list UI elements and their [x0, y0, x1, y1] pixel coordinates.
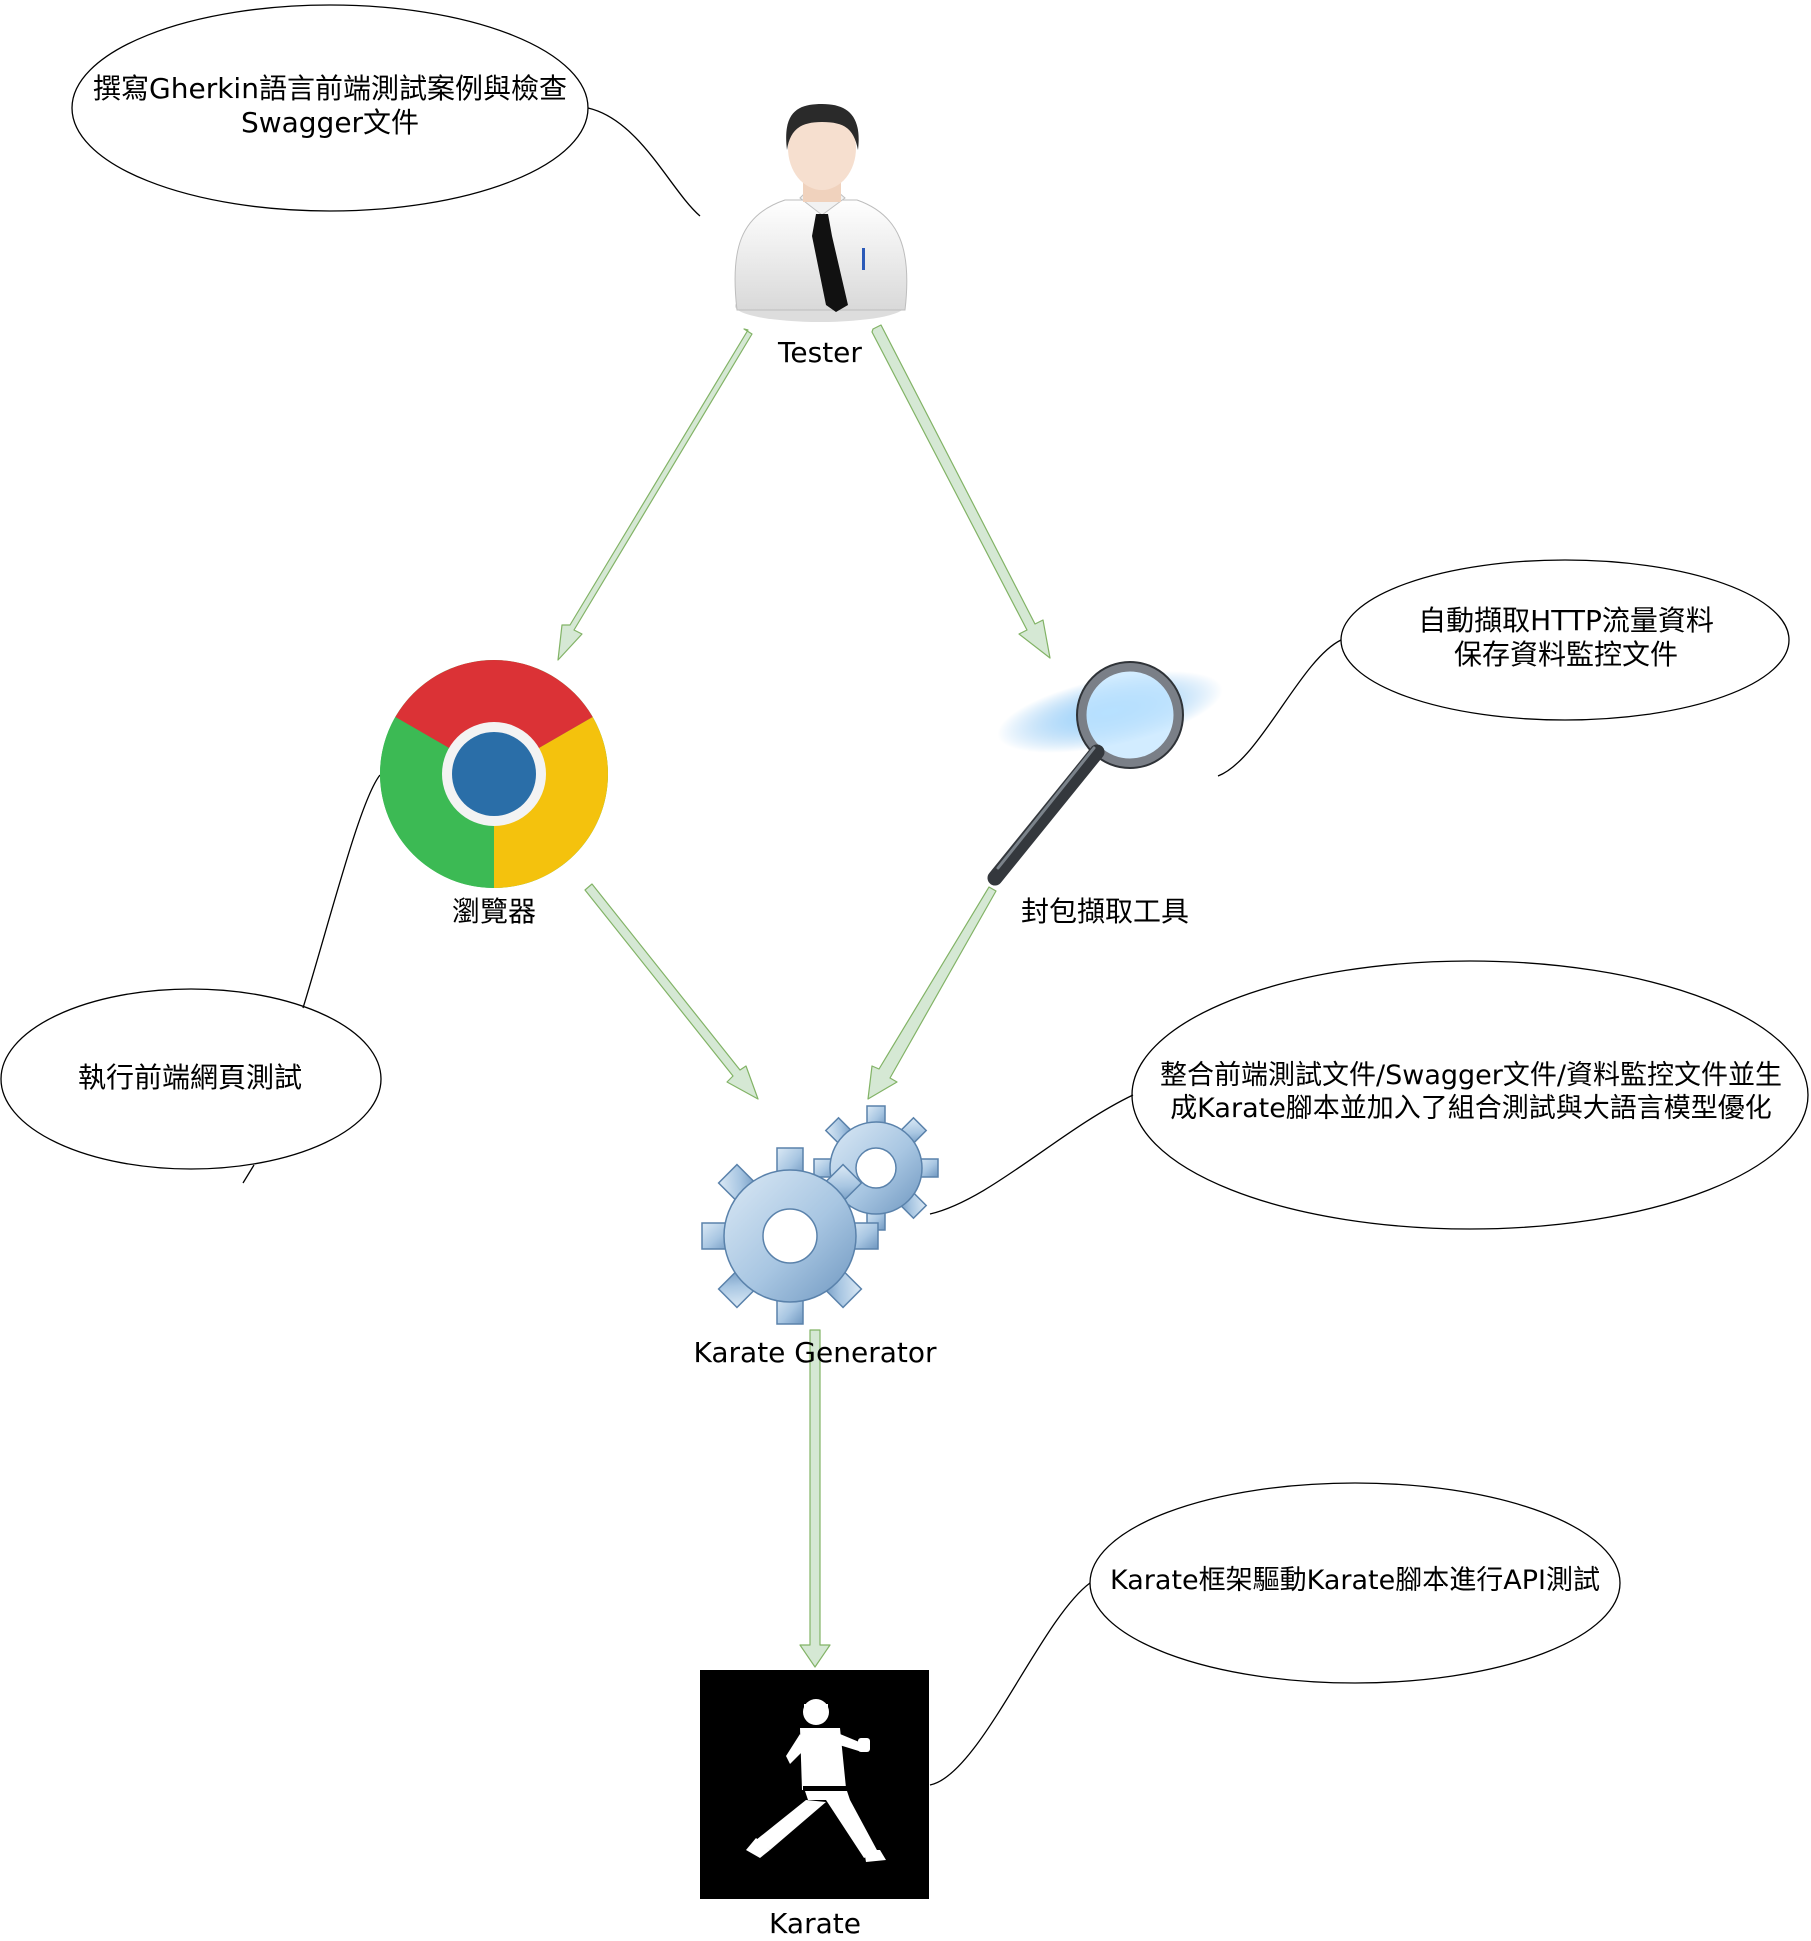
karate-note-connector	[929, 1582, 1091, 1786]
tester-note-line1: 撰寫Gherkin語言前端測試案例與檢查	[93, 72, 567, 105]
browser-label: 瀏覽器	[451, 895, 536, 928]
arrow-sniffer-to-generator	[867, 886, 997, 1100]
arrow-tester-to-sniffer	[871, 324, 1051, 659]
sniffer-note-connector	[1217, 639, 1342, 777]
tester-note-connector	[587, 107, 701, 217]
browser-note-connector	[302, 774, 381, 1009]
karate-note-line1: Karate框架驅動Karate腳本進行API測試	[1110, 1565, 1600, 1596]
arrow-browser-to-generator	[584, 883, 759, 1100]
generator-note-line1: 整合前端測試文件/Swagger文件/資料監控文件並生	[1160, 1060, 1782, 1091]
generator-label: Karate Generator	[693, 1336, 937, 1369]
sniffer-note-line2: 保存資料監控文件	[1453, 638, 1678, 672]
karate-note-text: Karate框架驅動Karate腳本進行API測試	[1095, 1565, 1615, 1598]
sniffer-note-line1: 自動擷取HTTP流量資料	[1418, 604, 1714, 637]
browser-note	[0, 774, 382, 1184]
karate-label: Karate	[769, 1907, 861, 1940]
gears-icon	[701, 1105, 939, 1325]
karate-note	[929, 1482, 1621, 1786]
tester-label: Tester	[778, 336, 862, 369]
browser-note-line1: 執行前端網頁測試	[77, 1061, 302, 1094]
arrow-tester-to-browser	[557, 328, 753, 661]
chrome-browser-icon	[380, 660, 608, 888]
karate-fighter-icon	[700, 1670, 929, 1899]
flow-arrows	[557, 324, 1051, 1668]
tester-person-icon	[734, 104, 908, 322]
tester-note	[71, 4, 701, 217]
tester-note-text: 撰寫Gherkin語言前端測試案例與檢查 Swagger文件	[72, 72, 588, 140]
generator-note-connector	[929, 1094, 1134, 1215]
sniffer-label: 封包擷取工具	[1020, 895, 1189, 928]
sniffer-note	[1217, 559, 1790, 777]
generator-note-text: 整合前端測試文件/Swagger文件/資料監控文件並生 成Karate腳本並加入…	[1137, 1060, 1805, 1126]
generator-note	[929, 960, 1809, 1230]
sniffer-note-text: 自動擷取HTTP流量資料 保存資料監控文件	[1371, 604, 1761, 672]
browser-note-text: 執行前端網頁測試	[20, 1061, 360, 1095]
tester-note-line2: Swagger文件	[240, 106, 420, 140]
generator-note-line2: 成Karate腳本並加入了組合測試與大語言模型優化	[1170, 1092, 1772, 1124]
magnifier-icon	[987, 661, 1223, 886]
arrow-generator-to-karate	[799, 1329, 831, 1668]
